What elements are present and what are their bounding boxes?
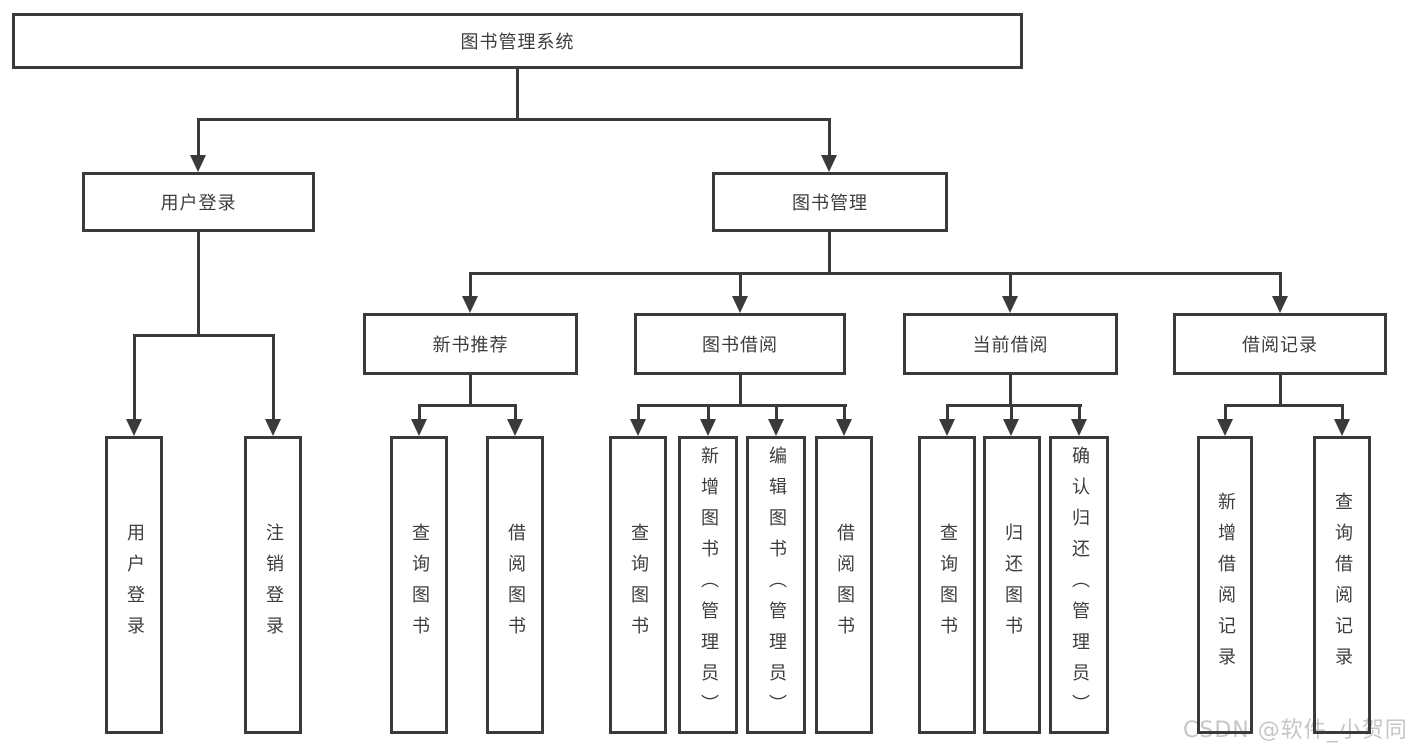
connector-mgmt-drop-4 xyxy=(1279,272,1282,299)
leaf-logout: 注销登录 xyxy=(244,436,302,734)
connector-records-drop-1 xyxy=(1224,404,1227,422)
connector-root-stem xyxy=(516,69,519,120)
connector-mgmt-drop-2 xyxy=(739,272,742,299)
connector-login-drop-1 xyxy=(133,334,136,422)
node-current-borrow: 当前借阅 xyxy=(903,313,1118,375)
connector-mgmt-bar xyxy=(469,272,1282,275)
arrowhead-current-leaf-3 xyxy=(1071,419,1087,436)
connector-recommend-bar xyxy=(418,404,517,407)
connector-borrow-bar xyxy=(637,404,847,407)
leaf-query-books-current-label: 查询图书 xyxy=(937,523,958,647)
connector-mgmt-stem xyxy=(828,232,831,274)
leaf-add-borrow-record: 新增借阅记录 xyxy=(1197,436,1253,734)
arrowhead-recommend xyxy=(462,296,478,313)
connector-records-bar xyxy=(1224,404,1344,407)
arrowhead-recommend-leaf-2 xyxy=(507,419,523,436)
node-book-management: 图书管理 xyxy=(712,172,948,232)
leaf-borrow-books-recommend: 借阅图书 xyxy=(486,436,544,734)
leaf-user-login: 用户登录 xyxy=(105,436,163,734)
connector-borrow-drop-1 xyxy=(637,404,640,422)
node-book-borrow: 图书借阅 xyxy=(634,313,846,375)
connector-current-drop-1 xyxy=(946,404,949,422)
node-root: 图书管理系统 xyxy=(12,13,1023,69)
arrowhead-borrow-leaf-2 xyxy=(700,419,716,436)
connector-mgmt-drop-3 xyxy=(1009,272,1012,299)
node-user-login: 用户登录 xyxy=(82,172,315,232)
arrowhead-current-leaf-2 xyxy=(1003,419,1019,436)
leaf-query-books-current: 查询图书 xyxy=(918,436,976,734)
connector-borrow-drop-3 xyxy=(775,404,778,422)
leaf-add-book-admin-label: 新增图书（管理员） xyxy=(698,445,719,725)
connector-recommend-drop-2 xyxy=(514,404,517,422)
connector-current-bar xyxy=(946,404,1082,407)
connector-borrow-stem xyxy=(739,375,742,406)
arrowhead-login-leaf-2 xyxy=(265,419,281,436)
arrowhead-records-leaf-1 xyxy=(1217,419,1233,436)
connector-root-drop-login xyxy=(197,118,200,158)
arrowhead-borrow-leaf-4 xyxy=(836,419,852,436)
leaf-edit-book-admin-label: 编辑图书（管理员） xyxy=(766,445,787,725)
connector-borrow-drop-4 xyxy=(843,404,846,422)
leaf-query-books-recommend: 查询图书 xyxy=(390,436,448,734)
arrowhead-mgmt xyxy=(821,155,837,172)
arrowhead-recommend-leaf-1 xyxy=(411,419,427,436)
arrowhead-records xyxy=(1272,296,1288,313)
node-new-book-recommend: 新书推荐 xyxy=(363,313,578,375)
arrowhead-borrow-leaf-3 xyxy=(768,419,784,436)
connector-root-drop-mgmt xyxy=(828,118,831,158)
arrowhead-borrow-leaf-1 xyxy=(630,419,646,436)
arrowhead-borrow xyxy=(732,296,748,313)
connector-root-bar xyxy=(197,118,831,121)
leaf-query-books-borrow: 查询图书 xyxy=(609,436,667,734)
connector-login-drop-2 xyxy=(272,334,275,422)
leaf-borrow-books-borrow: 借阅图书 xyxy=(815,436,873,734)
leaf-add-book-admin: 新增图书（管理员） xyxy=(678,436,738,734)
connector-recommend-stem xyxy=(469,375,472,406)
arrowhead-records-leaf-2 xyxy=(1334,419,1350,436)
connector-records-stem xyxy=(1279,375,1282,406)
leaf-query-borrow-record-label: 查询借阅记录 xyxy=(1332,492,1353,678)
connector-records-drop-2 xyxy=(1341,404,1344,422)
node-borrow-records: 借阅记录 xyxy=(1173,313,1387,375)
connector-borrow-drop-2 xyxy=(707,404,710,422)
leaf-confirm-return-admin-label: 确认归还（管理员） xyxy=(1069,445,1090,725)
leaf-borrow-books-recommend-label: 借阅图书 xyxy=(505,523,526,647)
leaf-add-borrow-record-label: 新增借阅记录 xyxy=(1215,492,1236,678)
connector-recommend-drop-1 xyxy=(418,404,421,422)
arrowhead-login xyxy=(190,155,206,172)
connector-mgmt-drop-1 xyxy=(469,272,472,299)
connector-login-stem xyxy=(197,232,200,336)
leaf-confirm-return-admin: 确认归还（管理员） xyxy=(1049,436,1109,734)
leaf-logout-label: 注销登录 xyxy=(263,523,284,647)
leaf-query-books-recommend-label: 查询图书 xyxy=(409,523,430,647)
leaf-user-login-label: 用户登录 xyxy=(124,523,145,647)
leaf-edit-book-admin: 编辑图书（管理员） xyxy=(746,436,806,734)
leaf-borrow-books-borrow-label: 借阅图书 xyxy=(834,523,855,647)
connector-login-bar xyxy=(133,334,275,337)
connector-current-drop-2 xyxy=(1010,404,1013,422)
connector-current-stem xyxy=(1009,375,1012,406)
leaf-query-borrow-record: 查询借阅记录 xyxy=(1313,436,1371,734)
connector-current-drop-3 xyxy=(1078,404,1081,422)
arrowhead-current-leaf-1 xyxy=(939,419,955,436)
leaf-return-book-label: 归还图书 xyxy=(1002,523,1023,647)
arrowhead-login-leaf-1 xyxy=(126,419,142,436)
arrowhead-current xyxy=(1002,296,1018,313)
leaf-query-books-borrow-label: 查询图书 xyxy=(628,523,649,647)
leaf-return-book: 归还图书 xyxy=(983,436,1041,734)
